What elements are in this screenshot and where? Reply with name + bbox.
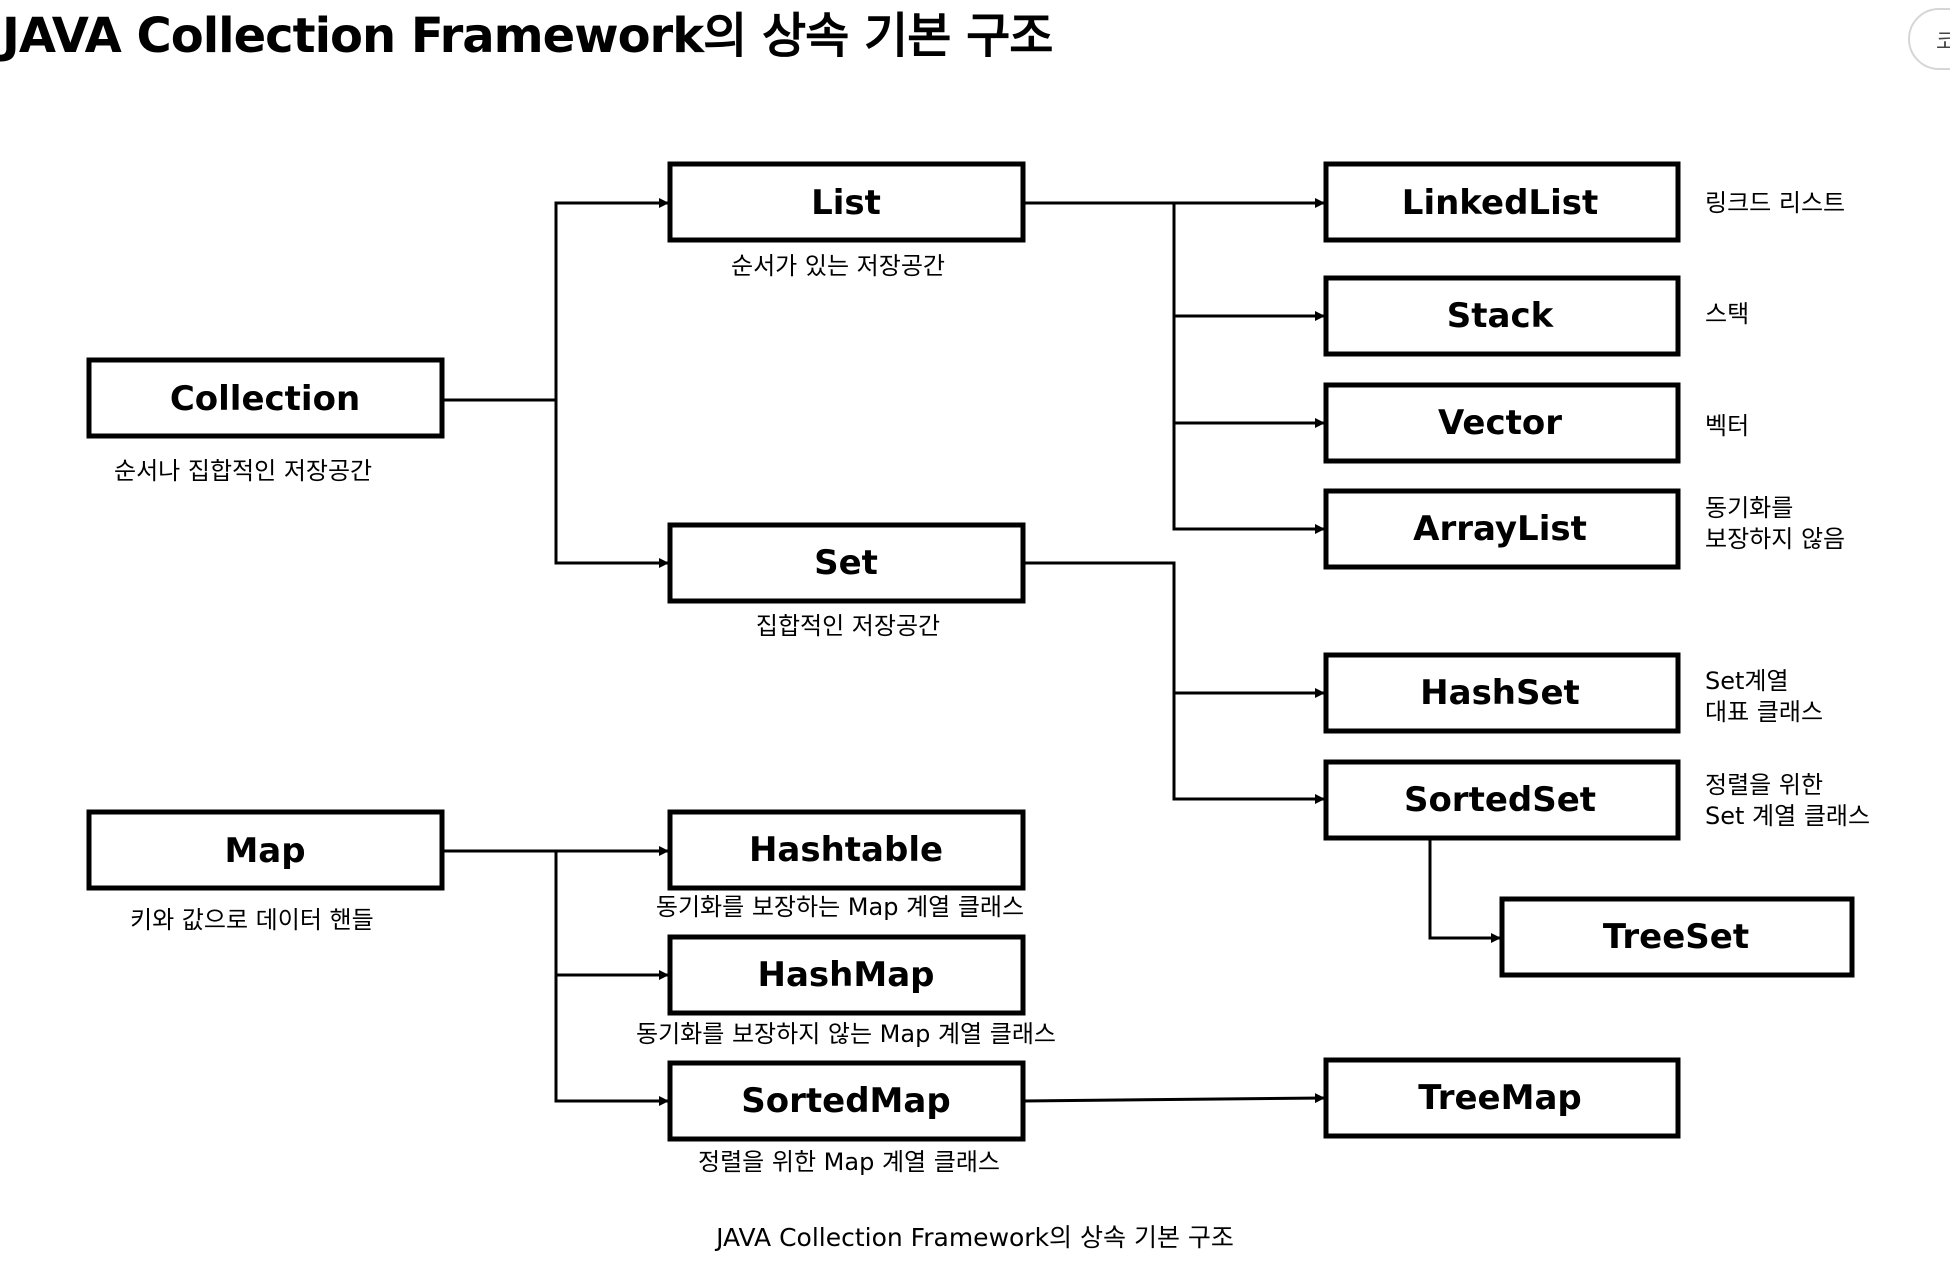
- node-hashtable-desc: 동기화를 보장하는 Map 계열 클래스: [656, 893, 1024, 921]
- node-hashmap: HashMap 동기화를 보장하지 않는 Map 계열 클래스: [636, 934, 1056, 1048]
- node-treeset-label: TreeSet: [1603, 917, 1749, 957]
- node-arraylist: ArrayList 동기화를 보장하지 않음: [1323, 488, 1845, 570]
- page-title: JAVA Collection Framework의 상속 기본 구조: [2, 8, 1053, 64]
- node-stack: Stack 스택: [1323, 275, 1749, 357]
- node-list: List 순서가 있는 저장공간: [667, 161, 1026, 280]
- node-map-desc: 키와 값으로 데이터 핸들: [130, 906, 374, 934]
- node-hashtable-label: Hashtable: [749, 830, 943, 870]
- node-sortedset-desc-line-1: 정렬을 위한: [1705, 771, 1823, 799]
- node-sortedset-box: [1323, 759, 1681, 841]
- node-hashmap-box: [667, 934, 1026, 1016]
- edge-sortedmap-treemap: [1022, 1093, 1325, 1104]
- edge-list-stack: [1172, 203, 1325, 321]
- edge-set-sortedset: [1172, 693, 1325, 804]
- side-panel-toggle-button[interactable]: 코: [1908, 8, 1950, 70]
- node-hashset-label: HashSet: [1420, 673, 1580, 713]
- node-hashset-desc-line-1: Set계열: [1705, 667, 1789, 695]
- node-treemap: TreeMap: [1323, 1057, 1681, 1139]
- node-collection-box: [86, 357, 445, 439]
- node-stack-label: Stack: [1447, 296, 1555, 336]
- node-set-label: Set: [814, 543, 878, 583]
- node-list-box: [667, 161, 1026, 243]
- node-hashset-desc-line-2: 대표 클래스: [1705, 698, 1823, 726]
- node-linkedlist-desc: 링크드 리스트: [1705, 189, 1845, 217]
- node-sortedmap: SortedMap 정렬을 위한 Map 계열 클래스: [667, 1060, 1026, 1176]
- node-vector-box: [1323, 382, 1681, 464]
- node-sortedmap-box: [667, 1060, 1026, 1142]
- node-collection-label: Collection: [170, 379, 360, 419]
- edge-list-arraylist: [1172, 423, 1325, 534]
- edge-map-sortedmap: [554, 975, 669, 1106]
- node-stack-desc: 스택: [1705, 300, 1749, 328]
- node-collection: Collection 순서나 집합적인 저장공간: [86, 357, 445, 485]
- node-sortedset-label: SortedSet: [1404, 780, 1596, 820]
- node-list-label: List: [811, 183, 881, 223]
- node-linkedlist: LinkedList 링크드 리스트: [1323, 161, 1845, 243]
- node-hashset: HashSet Set계열 대표 클래스: [1323, 652, 1823, 734]
- node-hashtable: Hashtable 동기화를 보장하는 Map 계열 클래스: [656, 809, 1026, 921]
- node-set-desc: 집합적인 저장공간: [756, 612, 940, 640]
- node-sortedmap-label: SortedMap: [741, 1081, 950, 1121]
- node-list-desc: 순서가 있는 저장공간: [731, 252, 945, 280]
- node-sortedmap-desc: 정렬을 위한 Map 계열 클래스: [698, 1148, 1000, 1176]
- connectors: [442, 198, 1501, 1106]
- node-arraylist-box: [1323, 488, 1681, 570]
- edge-set-hashset: [1023, 561, 1325, 698]
- node-hashmap-label: HashMap: [758, 955, 935, 995]
- node-vector: Vector 벡터: [1323, 382, 1749, 464]
- node-hashmap-desc: 동기화를 보장하지 않는 Map 계열 클래스: [636, 1020, 1056, 1048]
- figure-caption: JAVA Collection Framework의 상속 기본 구조: [716, 1223, 1234, 1252]
- node-sortedset: SortedSet 정렬을 위한 Set 계열 클래스: [1323, 759, 1870, 841]
- node-treemap-box: [1323, 1057, 1681, 1139]
- node-collection-desc: 순서나 집합적인 저장공간: [114, 457, 372, 485]
- node-treemap-label: TreeMap: [1418, 1078, 1581, 1118]
- node-treeset: TreeSet: [1499, 896, 1855, 978]
- edge-sortedset-treeset: [1428, 838, 1501, 943]
- node-vector-desc: 벡터: [1705, 412, 1749, 440]
- side-panel-toggle-label: 코: [1936, 30, 1950, 55]
- node-arraylist-label: ArrayList: [1413, 509, 1587, 549]
- node-sortedset-desc-line-2: Set 계열 클래스: [1705, 802, 1870, 830]
- node-set: Set 집합적인 저장공간: [667, 522, 1026, 640]
- node-map: Map 키와 값으로 데이터 핸들: [86, 809, 445, 934]
- edge-collection-set: [554, 400, 669, 568]
- edge-collection-list: [442, 198, 669, 402]
- node-map-box: [86, 809, 445, 891]
- node-stack-box: [1323, 275, 1681, 357]
- edge-map-hashmap: [554, 851, 669, 980]
- node-hashset-box: [1323, 652, 1681, 734]
- node-treeset-box: [1499, 896, 1855, 978]
- node-set-box: [667, 522, 1026, 604]
- node-hashtable-box: [667, 809, 1026, 891]
- node-linkedlist-box: [1323, 161, 1681, 243]
- node-arraylist-desc-line-2: 보장하지 않음: [1705, 525, 1845, 553]
- edge-list-vector: [1172, 316, 1325, 428]
- node-map-label: Map: [224, 831, 305, 871]
- node-linkedlist-label: LinkedList: [1402, 183, 1598, 223]
- node-arraylist-desc-line-1: 동기화를: [1705, 494, 1793, 522]
- node-vector-label: Vector: [1438, 403, 1562, 443]
